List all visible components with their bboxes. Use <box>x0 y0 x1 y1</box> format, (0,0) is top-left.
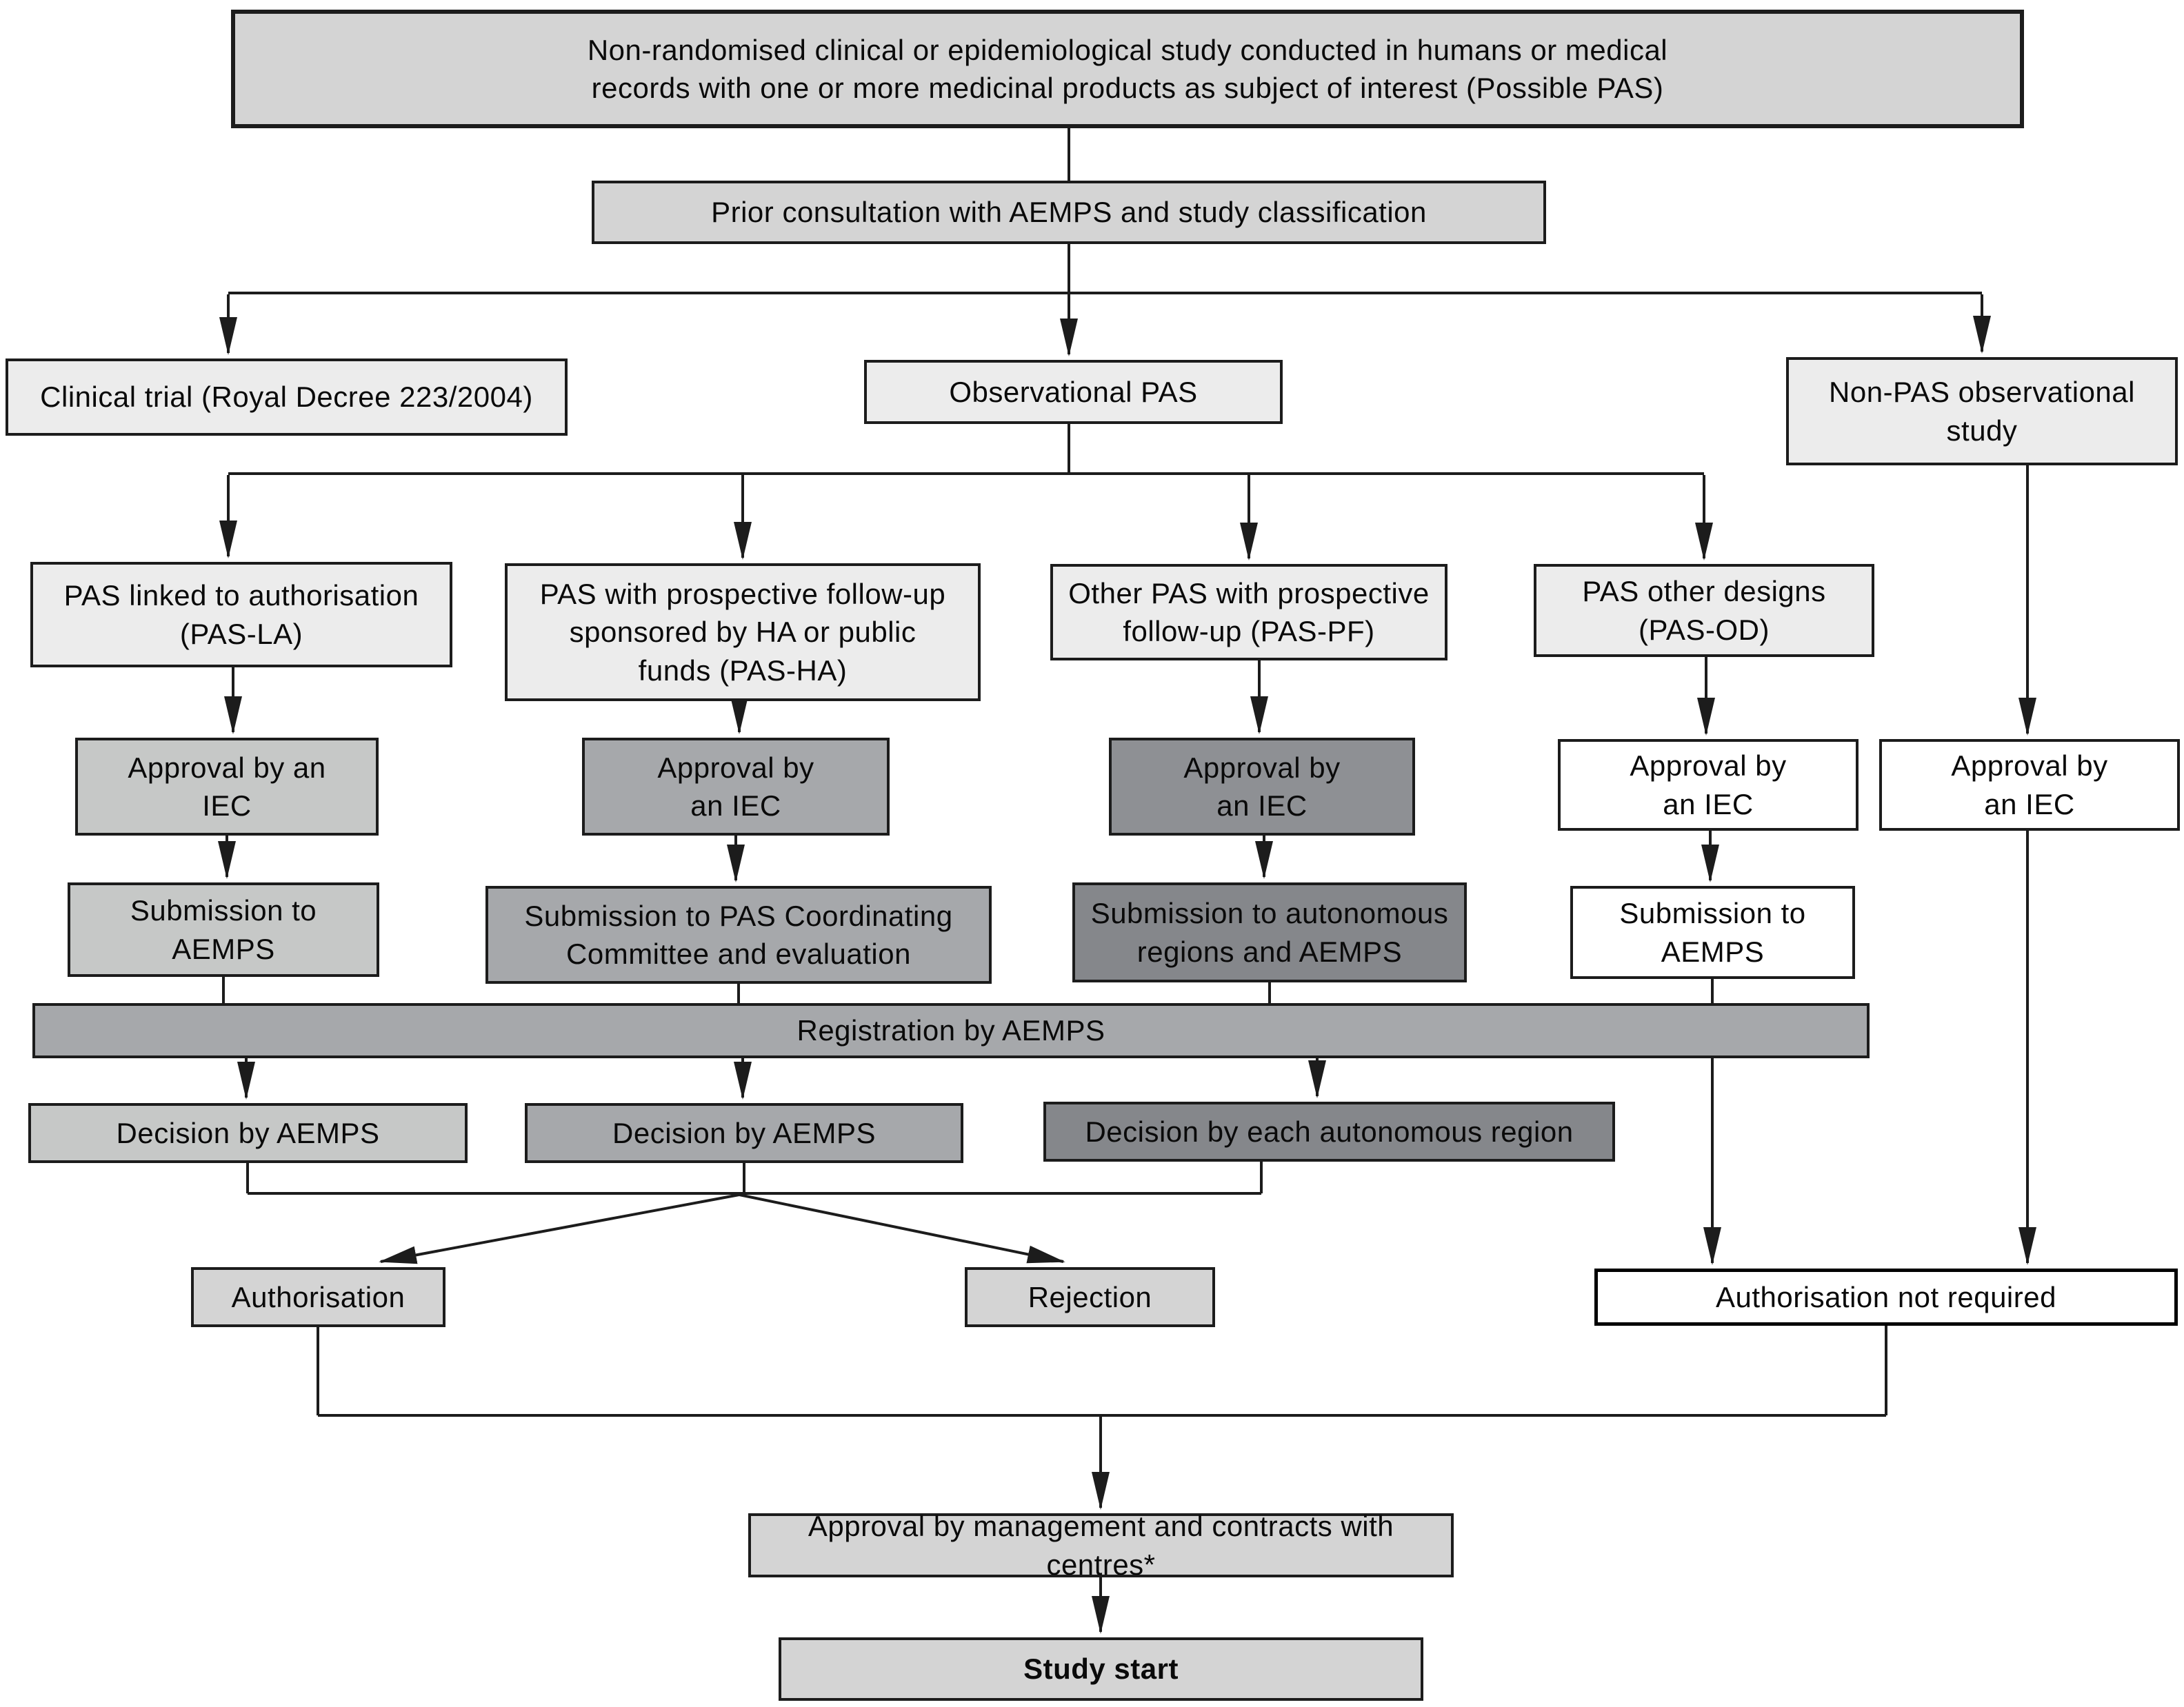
node-submission-aemps-la: Submission to AEMPS <box>68 882 379 977</box>
node-authorisation-not-required-label: Authorisation not required <box>1716 1280 2056 1313</box>
node-decision-aemps-ha: Decision by AEMPS <box>525 1103 963 1163</box>
node-decision-regions: Decision by each autonomous region <box>1043 1102 1615 1162</box>
node-iec-approval-od-label: Approval by an IEC <box>1630 749 1787 820</box>
node-observational-pas-label: Observational PAS <box>949 375 1198 408</box>
node-submission-aemps-la-label: Submission to AEMPS <box>130 894 317 965</box>
node-pas-pf-label: Other PAS with prospective follow-up (PA… <box>1068 576 1430 647</box>
node-pas-ha-label: PAS with prospective follow-up sponsored… <box>539 577 946 687</box>
node-study-start-label: Study start <box>1023 1653 1179 1686</box>
node-pas-ha: PAS with prospective follow-up sponsored… <box>505 563 981 701</box>
node-non-pas-observational-label: Non-PAS observational study <box>1829 376 2135 447</box>
node-prior-consultation-label: Prior consultation with AEMPS and study … <box>711 196 1427 229</box>
node-iec-approval-nonpas-label: Approval by an IEC <box>1951 749 2108 820</box>
node-pas-od-label: PAS other designs (PAS-OD) <box>1582 575 1826 646</box>
node-decision-aemps-la: Decision by AEMPS <box>28 1103 468 1163</box>
node-iec-approval-pf-label: Approval by an IEC <box>1183 751 1341 822</box>
node-prior-consultation: Prior consultation with AEMPS and study … <box>592 181 1546 244</box>
node-registration-bar-label: Registration by AEMPS <box>797 1014 1105 1047</box>
node-iec-approval-nonpas: Approval by an IEC <box>1879 739 2180 831</box>
node-authorisation-not-required: Authorisation not required <box>1594 1269 2178 1326</box>
node-submission-committee: Submission to PAS Coordinating Committee… <box>485 886 992 984</box>
node-iec-approval-od: Approval by an IEC <box>1558 739 1859 831</box>
node-pas-od: PAS other designs (PAS-OD) <box>1534 564 1874 657</box>
node-rejection-label: Rejection <box>1028 1280 1152 1313</box>
node-submission-regions: Submission to autonomous regions and AEM… <box>1072 882 1467 982</box>
node-possible-pas-label: Non-randomised clinical or epidemiologic… <box>587 33 1668 104</box>
node-registration-bar: Registration by AEMPS <box>32 1003 1870 1058</box>
node-authorisation: Authorisation <box>191 1267 445 1327</box>
node-authorisation-label: Authorisation <box>231 1280 405 1313</box>
node-iec-approval-la-label: Approval by an IEC <box>128 751 326 822</box>
node-pas-la-label: PAS linked to authorisation (PAS-LA) <box>63 579 419 650</box>
node-possible-pas: Non-randomised clinical or epidemiologic… <box>231 10 2024 128</box>
node-decision-aemps-ha-label: Decision by AEMPS <box>612 1116 876 1149</box>
node-iec-approval-la: Approval by an IEC <box>75 738 379 836</box>
node-pas-la: PAS linked to authorisation (PAS-LA) <box>30 562 452 667</box>
node-clinical-trial-label: Clinical trial (Royal Decree 223/2004) <box>40 381 533 414</box>
node-rejection: Rejection <box>965 1267 1215 1327</box>
node-study-start: Study start <box>779 1637 1423 1701</box>
node-clinical-trial: Clinical trial (Royal Decree 223/2004) <box>6 358 568 436</box>
node-submission-aemps-od: Submission to AEMPS <box>1570 886 1855 979</box>
node-management-approval: Approval by management and contracts wit… <box>748 1510 1454 1581</box>
node-decision-regions-label: Decision by each autonomous region <box>1085 1115 1574 1148</box>
node-non-pas-observational: Non-PAS observational study <box>1786 357 2178 465</box>
node-iec-approval-pf: Approval by an IEC <box>1109 738 1415 836</box>
node-submission-regions-label: Submission to autonomous regions and AEM… <box>1090 897 1449 968</box>
node-submission-committee-label: Submission to PAS Coordinating Committee… <box>524 899 953 970</box>
node-iec-approval-ha: Approval by an IEC <box>582 738 890 836</box>
node-observational-pas: Observational PAS <box>864 360 1283 424</box>
node-iec-approval-ha-label: Approval by an IEC <box>657 751 814 822</box>
node-submission-aemps-od-label: Submission to AEMPS <box>1619 897 1806 968</box>
node-management-approval-label: Approval by management and contracts wit… <box>808 1510 1394 1581</box>
node-pas-pf: Other PAS with prospective follow-up (PA… <box>1050 564 1447 660</box>
node-decision-aemps-la-label: Decision by AEMPS <box>116 1116 380 1149</box>
